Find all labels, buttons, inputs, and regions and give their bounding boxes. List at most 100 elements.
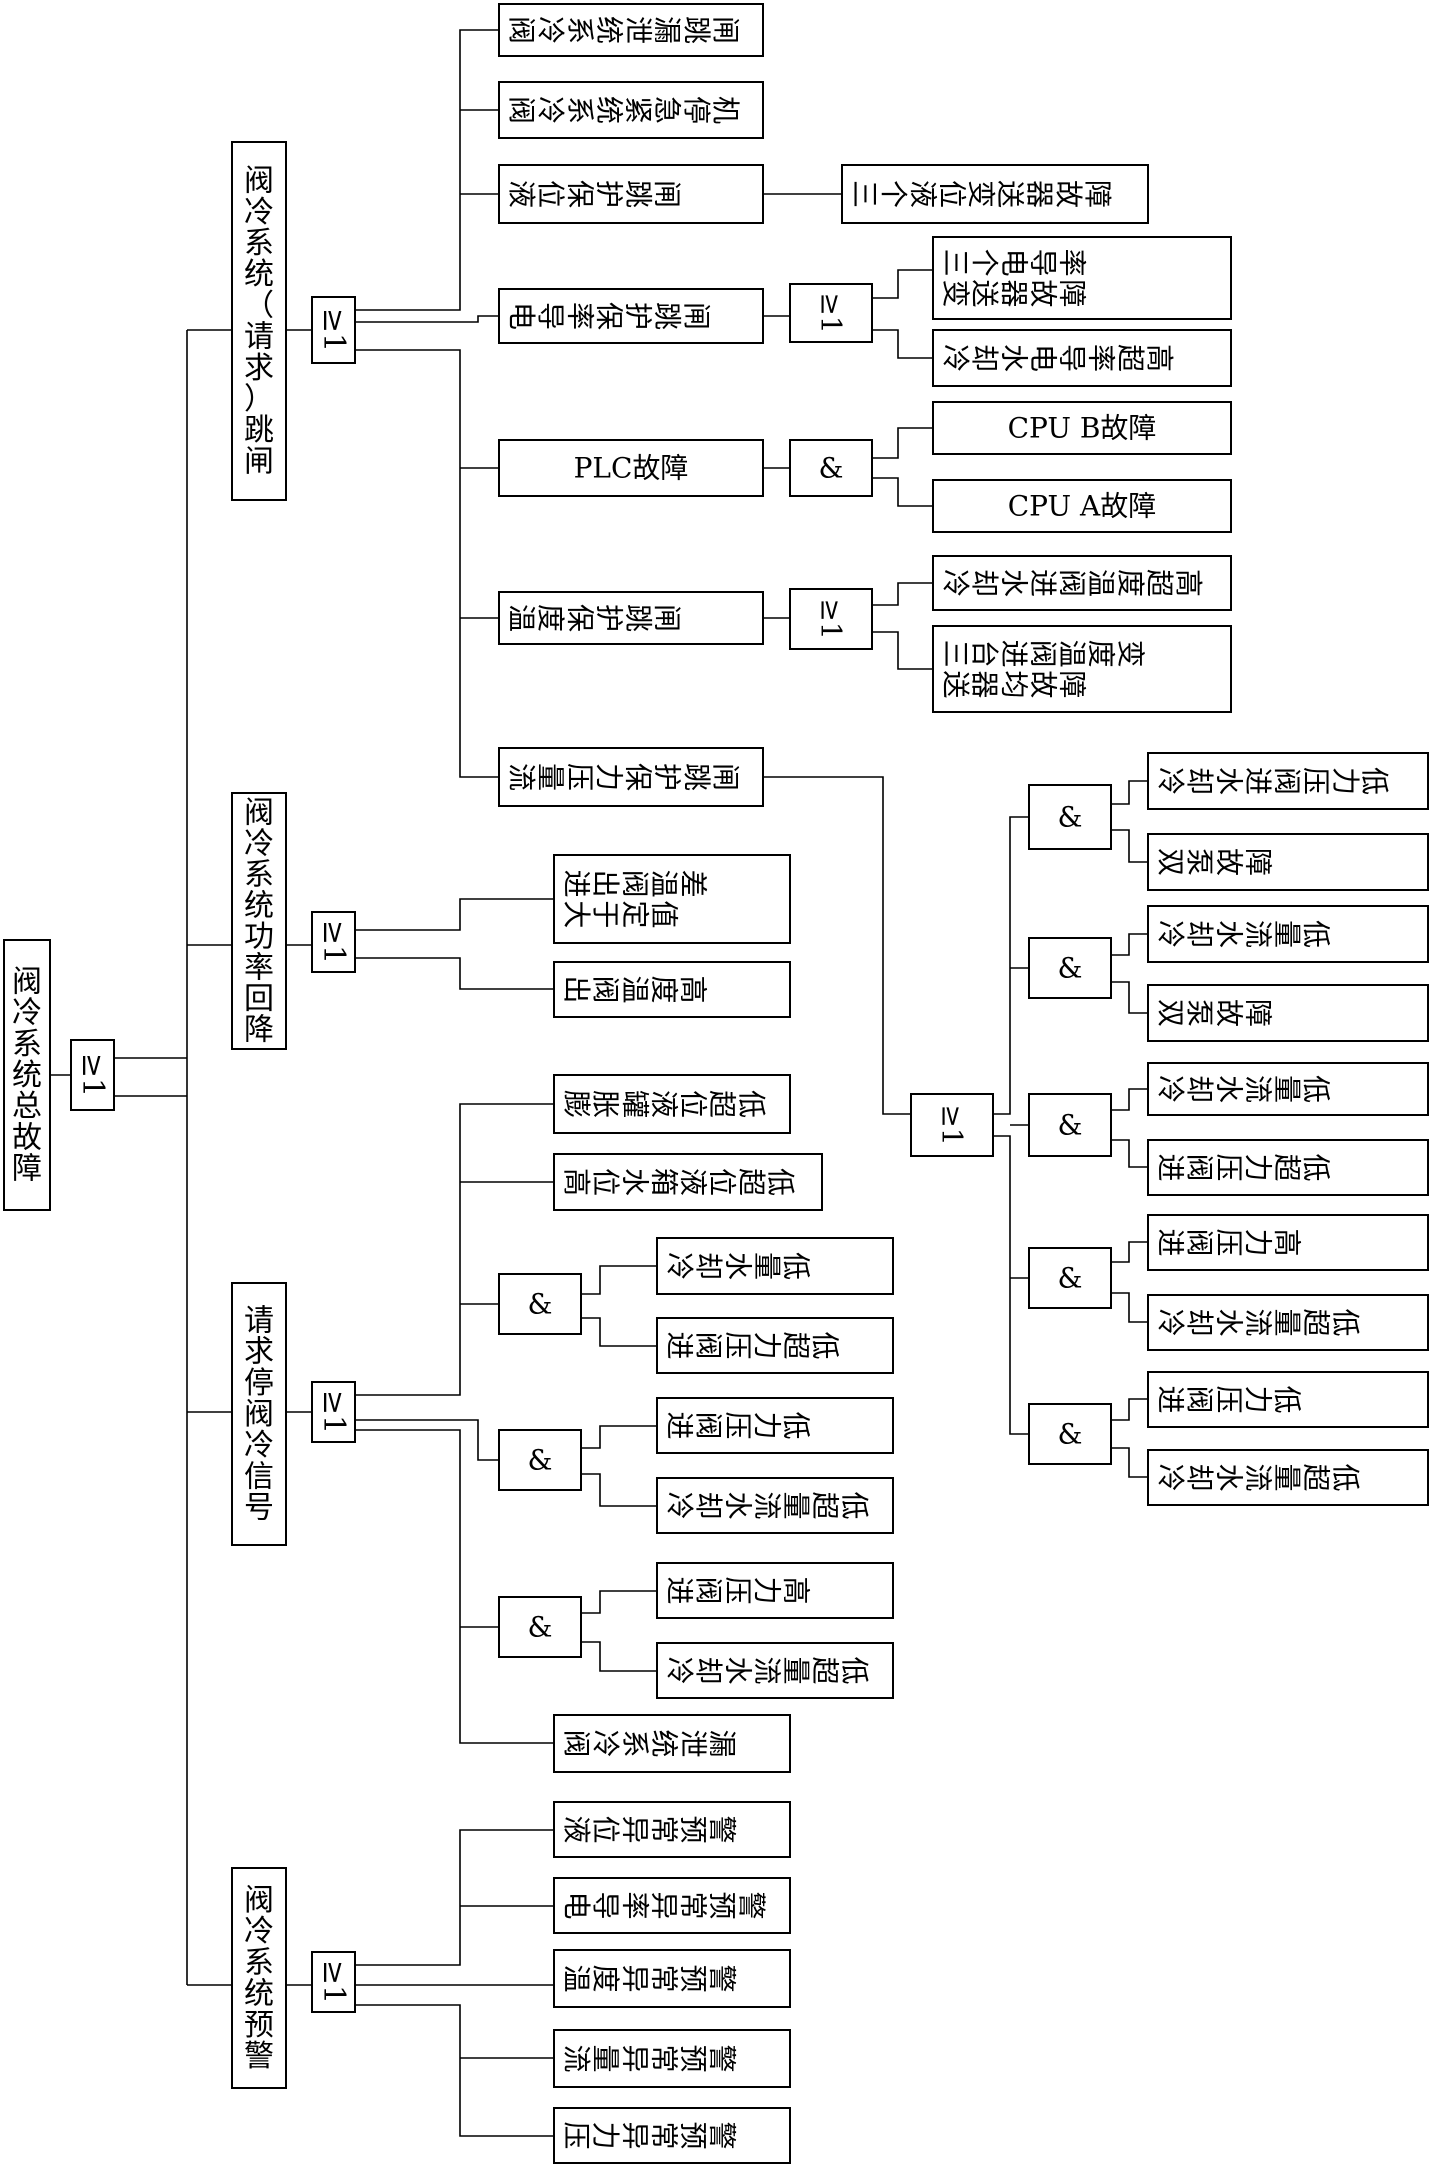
svg-text:冷: 冷 — [534, 16, 567, 44]
node-label: 阀冷系统功率回降 — [244, 795, 274, 1047]
svg-text:漏: 漏 — [651, 16, 684, 44]
leaf-box — [656, 1477, 894, 1534]
svg-text:超: 超 — [706, 1090, 739, 1118]
gate-symbol: & — [1058, 1109, 1083, 1142]
connector-line — [993, 816, 1029, 1115]
connector-line — [581, 1641, 657, 1672]
leaf-box — [553, 1949, 791, 2008]
svg-text:力: 力 — [1241, 1385, 1274, 1413]
node-g-root: ≥1 — [70, 1039, 115, 1111]
node-fa: & — [1028, 784, 1112, 850]
svg-text:低: 低 — [1300, 1075, 1333, 1103]
svg-text:停: 停 — [680, 96, 713, 124]
svg-text:水: 水 — [1212, 920, 1245, 948]
leaf-box — [553, 1714, 791, 1773]
svg-text:护: 护 — [592, 604, 625, 632]
svg-text:冷: 冷 — [939, 569, 972, 597]
gate — [1028, 1247, 1112, 1309]
node-a5: PLC故障 — [498, 439, 764, 497]
svg-text:高: 高 — [560, 1168, 593, 1196]
svg-text:系: 系 — [618, 1729, 651, 1757]
svg-text:闸: 闸 — [651, 180, 684, 208]
svg-text:冷: 冷 — [663, 1656, 696, 1684]
leaf-box — [932, 625, 1232, 713]
node-label: CPU B故障 — [1008, 412, 1157, 445]
svg-text:位: 位 — [706, 1168, 739, 1196]
svg-text:异: 异 — [618, 1815, 651, 1843]
connector-line — [355, 315, 499, 323]
gate — [1028, 1093, 1112, 1157]
svg-text:力: 力 — [750, 1576, 783, 1604]
svg-text:跳: 跳 — [651, 302, 684, 330]
svg-text:阀: 阀 — [505, 96, 538, 124]
svg-text:泄: 泄 — [622, 16, 655, 44]
svg-text:度: 度 — [1085, 640, 1118, 668]
svg-text:低: 低 — [1300, 1153, 1333, 1181]
svg-text:压: 压 — [721, 1331, 754, 1359]
connector-line — [1111, 1292, 1148, 1323]
gate-symbol: & — [1058, 952, 1083, 985]
gate-symbol: ≥1 — [815, 292, 848, 333]
svg-text:位: 位 — [677, 1090, 710, 1118]
node-g-c1: ≥1 — [311, 296, 356, 364]
svg-text:预: 预 — [706, 1891, 739, 1919]
svg-text:低: 低 — [1329, 1308, 1362, 1336]
leaf-box — [553, 1877, 791, 1934]
svg-text:故: 故 — [1212, 999, 1245, 1027]
svg-text:送: 送 — [994, 180, 1027, 208]
svg-text:常: 常 — [677, 1891, 710, 1919]
svg-text:超: 超 — [1114, 344, 1147, 372]
node-fe: & — [1028, 1403, 1112, 1465]
leaf-box — [553, 1801, 791, 1858]
node-c4: 阀冷系统预警 — [231, 1867, 287, 2089]
leaf-box — [1147, 1062, 1429, 1116]
gate — [311, 911, 356, 973]
svg-text:常: 常 — [647, 2044, 680, 2072]
leaf-box — [1147, 1139, 1429, 1196]
svg-text:故: 故 — [1212, 848, 1245, 876]
gate-symbol: ≥1 — [316, 1960, 351, 2004]
svg-text:保: 保 — [563, 604, 596, 632]
svg-text:双: 双 — [1154, 848, 1187, 876]
svg-text:低: 低 — [1271, 1385, 1304, 1413]
leaf-box — [553, 2029, 791, 2088]
svg-text:阀: 阀 — [692, 1411, 725, 1439]
svg-text:液: 液 — [505, 180, 538, 208]
leaf-box — [932, 236, 1232, 320]
connector-line — [1111, 1139, 1148, 1168]
node-g-a4: ≥1 — [789, 283, 873, 343]
category-label — [231, 1282, 287, 1546]
leaf-box — [656, 1237, 894, 1295]
svg-text:障: 障 — [1241, 848, 1274, 876]
connector-line — [1111, 780, 1148, 805]
connector-line — [872, 631, 933, 670]
svg-text:量: 量 — [750, 1252, 783, 1280]
svg-text:进: 进 — [1154, 1385, 1187, 1413]
leaf-box — [1147, 1294, 1429, 1351]
svg-text:送: 送 — [939, 670, 972, 698]
svg-text:泄: 泄 — [677, 1729, 710, 1757]
svg-text:高: 高 — [780, 1576, 813, 1604]
svg-text:超: 超 — [1271, 1153, 1304, 1181]
node-g-c2: ≥1 — [311, 911, 356, 973]
svg-text:度: 度 — [589, 1964, 622, 1992]
svg-text:值: 值 — [647, 900, 680, 928]
leaf-box — [553, 854, 791, 944]
svg-text:低: 低 — [838, 1491, 871, 1519]
svg-text:导: 导 — [1026, 249, 1059, 277]
